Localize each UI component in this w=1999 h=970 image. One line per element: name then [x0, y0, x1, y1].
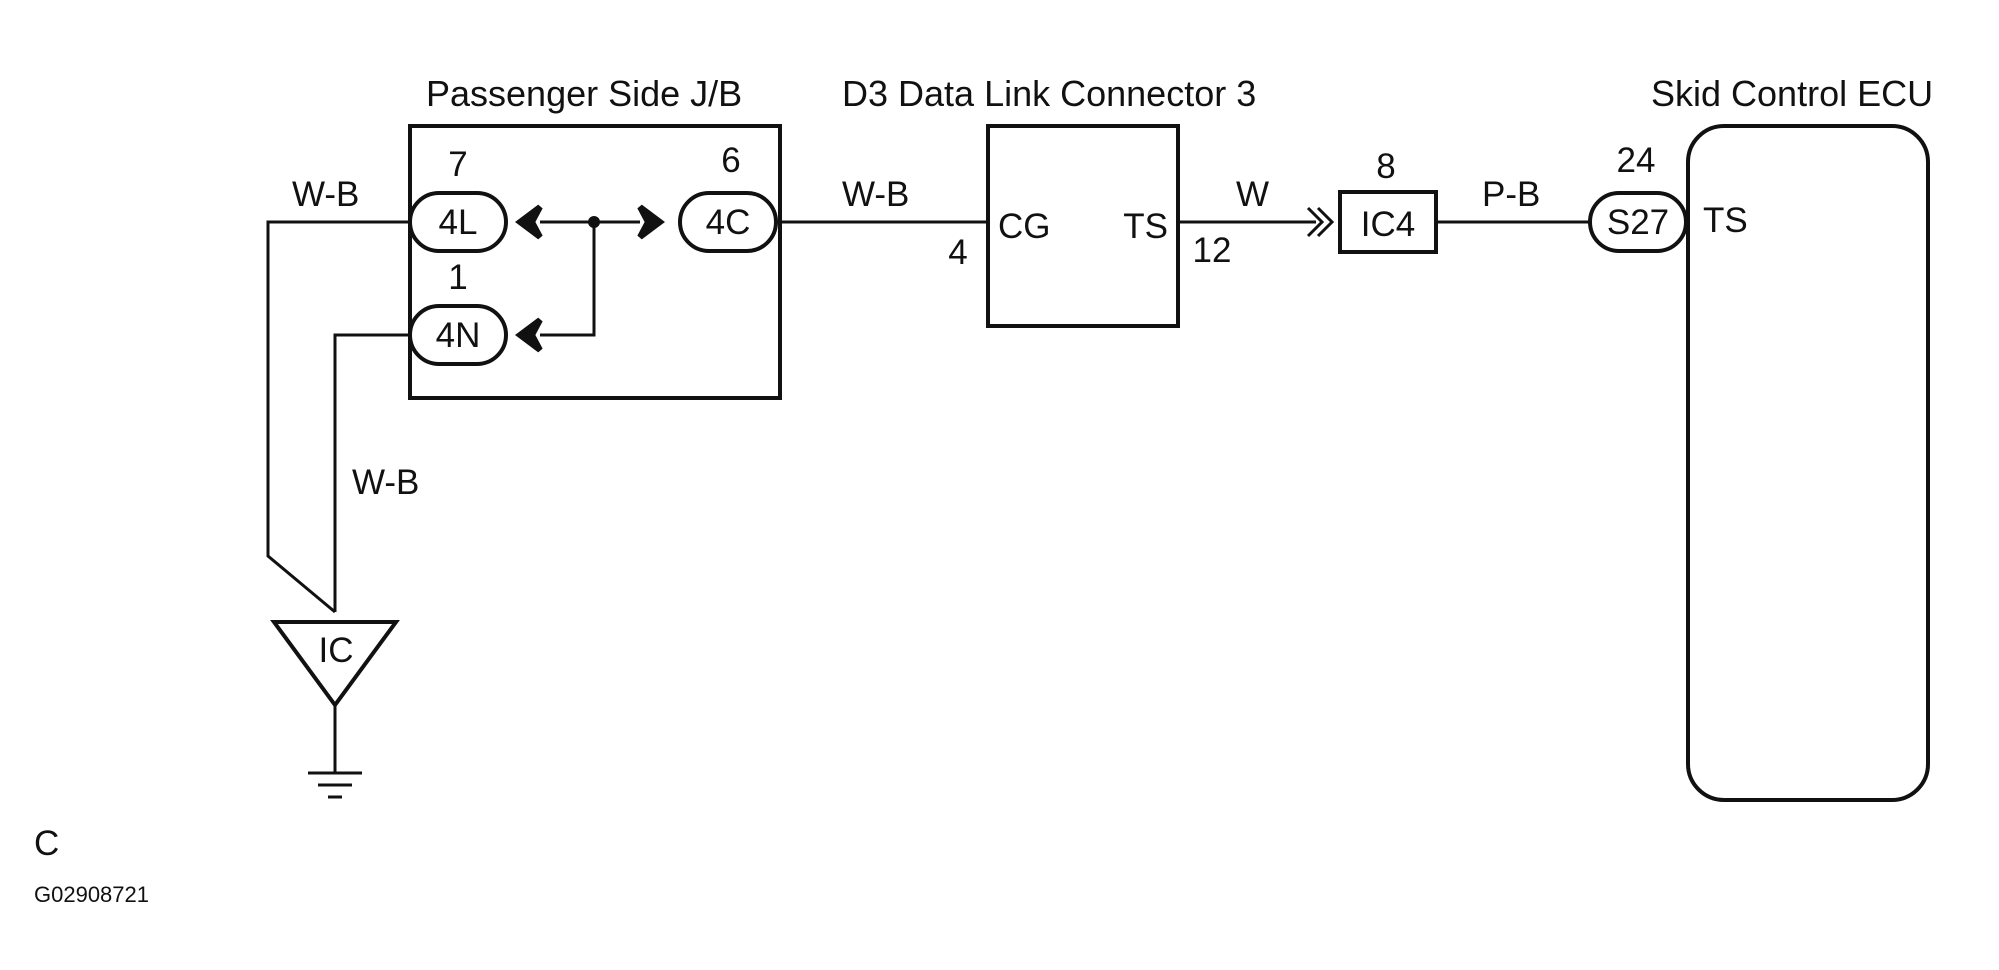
wire-color-dlc-ic4: W — [1236, 175, 1269, 214]
ground-label: IC — [319, 631, 354, 670]
ecu-ts-terminal: TS — [1703, 201, 1748, 240]
connector-4N-label: 4N — [436, 316, 481, 355]
connector-4N — [408, 304, 508, 366]
ecu-title: Skid Control ECU — [1651, 73, 1933, 114]
ecu-pin-number: 24 — [1617, 141, 1656, 180]
connector-4L — [408, 191, 508, 253]
ecu-box — [1686, 124, 1930, 802]
ic4-connector-chevron-icon — [1306, 206, 1325, 238]
connector-s27 — [1588, 191, 1688, 253]
wire-color-ic4-ecu: P-B — [1482, 175, 1540, 214]
wires — [266, 220, 1592, 773]
jb-4L-chevron-icon — [515, 204, 543, 240]
dlc-cg-pin: 4 — [948, 233, 967, 272]
ic4-box — [1338, 190, 1438, 254]
dlc-box — [986, 124, 1180, 328]
ic4-label: IC4 — [1361, 205, 1415, 244]
pin-4N-number: 1 — [448, 258, 467, 297]
connector-4C-label: 4C — [706, 203, 751, 242]
dlc-ts-pin: 12 — [1193, 231, 1232, 270]
jb-4C-chevron-icon — [637, 204, 665, 240]
wire-color-left-lower: W-B — [352, 463, 419, 502]
ground-symbol-icon — [308, 771, 362, 799]
ground-point-triangle — [270, 620, 400, 709]
wire-jb-internal-vertical — [540, 222, 596, 337]
connector-4L-label: 4L — [439, 203, 478, 242]
jb-title: Passenger Side J/B — [426, 73, 742, 114]
pin-4L-number: 7 — [448, 145, 467, 184]
ic4-connector-chevron-icon-2 — [1316, 206, 1335, 238]
footer-letter: C — [34, 824, 59, 863]
connector-s27-label: S27 — [1607, 203, 1669, 242]
jb-box — [408, 124, 782, 400]
pin-4C-number: 6 — [721, 141, 740, 180]
wire-color-left-top: W-B — [292, 175, 359, 214]
dlc-ts-label: TS — [1123, 207, 1168, 246]
junction-dot — [588, 216, 600, 228]
connector-4C — [678, 191, 778, 253]
dlc-cg-label: CG — [998, 207, 1051, 246]
footer-code: G02908721 — [34, 882, 149, 907]
dlc-title: D3 Data Link Connector 3 — [842, 73, 1256, 114]
ic4-pin: 8 — [1376, 147, 1395, 186]
wire-4N-to-ground — [333, 333, 410, 612]
jb-4N-chevron-icon — [515, 317, 543, 353]
wire-4L-to-ground — [266, 220, 410, 614]
wire-color-jb-dlc: W-B — [842, 175, 909, 214]
